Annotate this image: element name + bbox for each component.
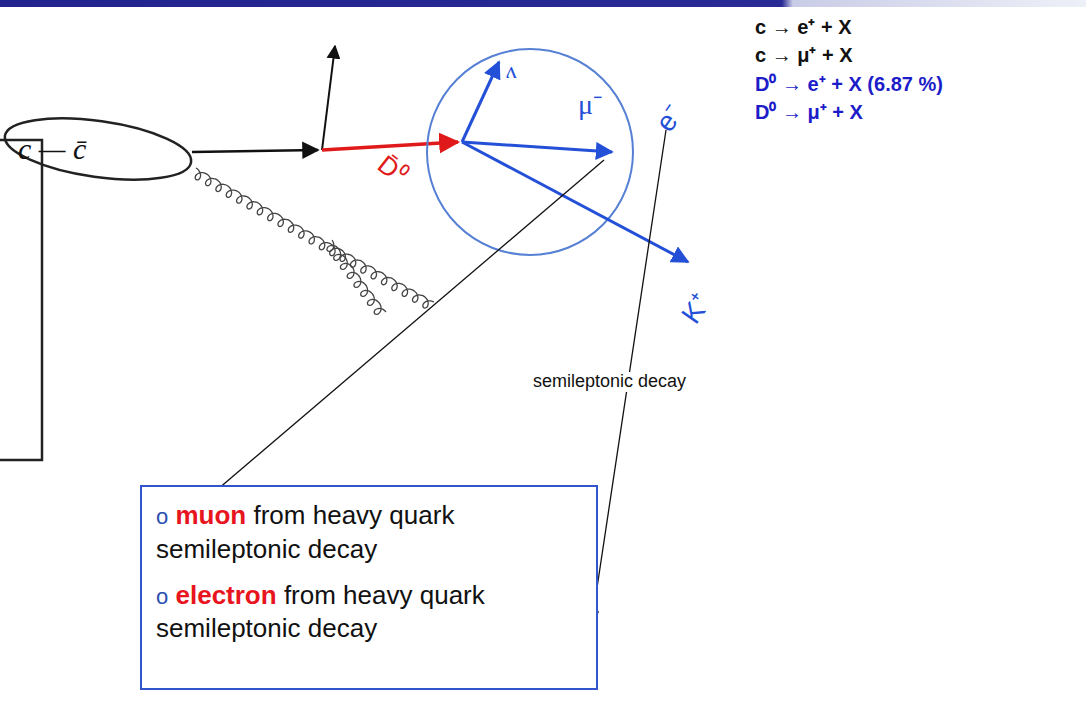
word-space bbox=[277, 580, 284, 610]
particle-label: e⁻ bbox=[650, 100, 689, 138]
word-space bbox=[336, 580, 343, 610]
lepton-arrow bbox=[462, 142, 612, 152]
word-space bbox=[305, 500, 312, 530]
note-word: semileptonic bbox=[156, 613, 301, 643]
particle-label: K⁺ bbox=[676, 289, 717, 329]
quark-pair-ellipse: c — c̄ bbox=[2, 118, 194, 180]
highlight-word: muon bbox=[175, 500, 246, 530]
quark-arrow bbox=[322, 46, 335, 150]
word-space bbox=[382, 500, 389, 530]
note-word: decay bbox=[308, 613, 377, 643]
decay-formula: D⁰ → e⁺ + X (6.87 %) bbox=[755, 73, 943, 95]
note-word: from bbox=[253, 500, 305, 530]
quark-pair-text: c — c̄ bbox=[2, 118, 86, 180]
particle-label: μ⁻ bbox=[578, 90, 602, 121]
note-word: heavy bbox=[313, 500, 382, 530]
decay-formula: c → μ⁺ + X bbox=[755, 44, 853, 66]
caption-label: semileptonic decay bbox=[530, 372, 689, 392]
bullet-mark: o bbox=[156, 504, 168, 529]
word-space bbox=[168, 500, 175, 530]
word-space bbox=[246, 500, 253, 530]
neutrino-arrow bbox=[462, 62, 499, 142]
note-word: quark bbox=[420, 580, 485, 610]
gluon-line bbox=[327, 240, 386, 314]
meson-arrow bbox=[322, 142, 458, 150]
header-bar bbox=[0, 0, 1086, 7]
word-space bbox=[168, 580, 175, 610]
kaon-arrow bbox=[462, 142, 688, 262]
word-space bbox=[301, 613, 308, 643]
decay-circle bbox=[427, 49, 633, 255]
highlight-word: electron bbox=[175, 580, 276, 610]
meson-label: D̄⁰ bbox=[372, 150, 411, 190]
note-item: o muon from heavy quark semileptonic dec… bbox=[156, 499, 582, 567]
note-word: decay bbox=[308, 534, 377, 564]
word-space bbox=[301, 534, 308, 564]
note-word: semileptonic bbox=[156, 534, 301, 564]
cropped-panel bbox=[0, 140, 42, 460]
word-space bbox=[413, 580, 420, 610]
decay-formula: D⁰ → μ⁺ + X bbox=[755, 101, 863, 123]
decay-formula: c → e⁺ + X bbox=[755, 16, 852, 38]
note-box: o muon from heavy quark semileptonic dec… bbox=[140, 485, 598, 690]
note-word: heavy bbox=[343, 580, 412, 610]
quark-arrow bbox=[192, 150, 318, 152]
ellipse-shape bbox=[1, 108, 195, 190]
gluon-line bbox=[195, 168, 434, 308]
particle-label: ν bbox=[506, 62, 517, 88]
bullet-mark: o bbox=[156, 584, 168, 609]
note-word: quark bbox=[389, 500, 454, 530]
note-word: from bbox=[284, 580, 336, 610]
note-item: o electron from heavy quark semileptonic… bbox=[156, 579, 582, 647]
